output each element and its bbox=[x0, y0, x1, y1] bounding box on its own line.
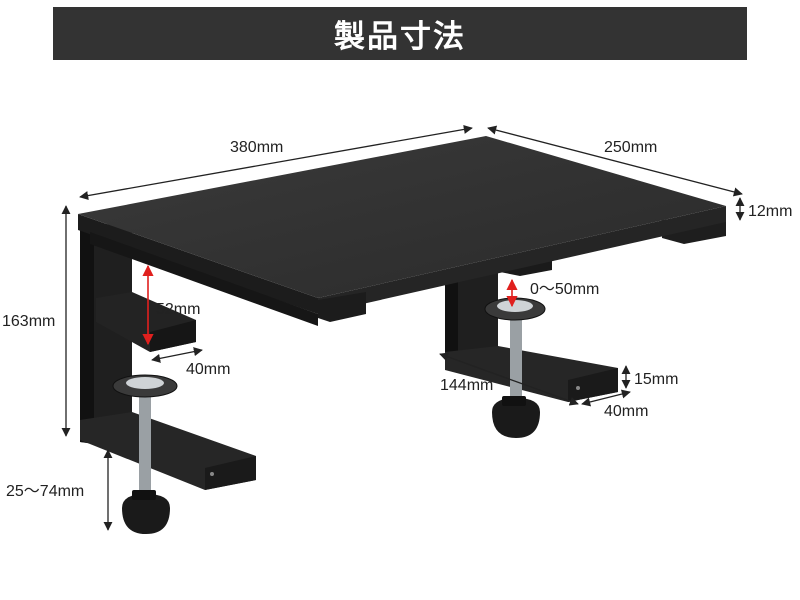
right-clamp-knob bbox=[492, 398, 540, 438]
left-clamp-range-label: 25～74mm bbox=[6, 483, 84, 500]
right-bracket-post bbox=[445, 264, 498, 362]
front-support-block bbox=[318, 292, 366, 322]
depth-dimension-arrow bbox=[487, 125, 743, 197]
board-front-edge bbox=[78, 214, 318, 314]
thickness-label: 12mm bbox=[748, 203, 792, 220]
left-gap-label: 52mm bbox=[156, 301, 200, 318]
gap-dimension-lines bbox=[142, 264, 518, 346]
left-clamp-screw bbox=[139, 390, 151, 498]
left-clamp-knob bbox=[122, 494, 170, 534]
product-illustration bbox=[78, 136, 726, 534]
left-bracket-width-arrow bbox=[151, 347, 203, 363]
page-title: 製品寸法 bbox=[334, 19, 466, 55]
right-gap-label: 0～50mm bbox=[530, 281, 599, 298]
dimension-labels: 380mm 250mm 12mm 163mm 52mm 40mm 25～74mm… bbox=[2, 139, 792, 500]
dimension-lines bbox=[61, 124, 745, 531]
header-bar: 製品寸法 bbox=[53, 7, 747, 60]
width-dimension-arrow bbox=[79, 124, 473, 201]
right-bracket-width-arrow bbox=[581, 389, 631, 407]
width-label: 380mm bbox=[230, 139, 283, 156]
depth-label: 250mm bbox=[604, 139, 657, 156]
right-bracket-length-arrow bbox=[439, 352, 579, 406]
right-clamp-screw bbox=[510, 310, 522, 406]
left-bracket-width-label: 40mm bbox=[186, 361, 230, 378]
right-bracket-width-label: 40mm bbox=[604, 403, 648, 420]
right-bracket-length-label: 144mm bbox=[440, 377, 493, 394]
height-label: 163mm bbox=[2, 313, 55, 330]
right-bracket-height-label: 15mm bbox=[634, 371, 678, 388]
board-right-edge bbox=[318, 206, 726, 314]
